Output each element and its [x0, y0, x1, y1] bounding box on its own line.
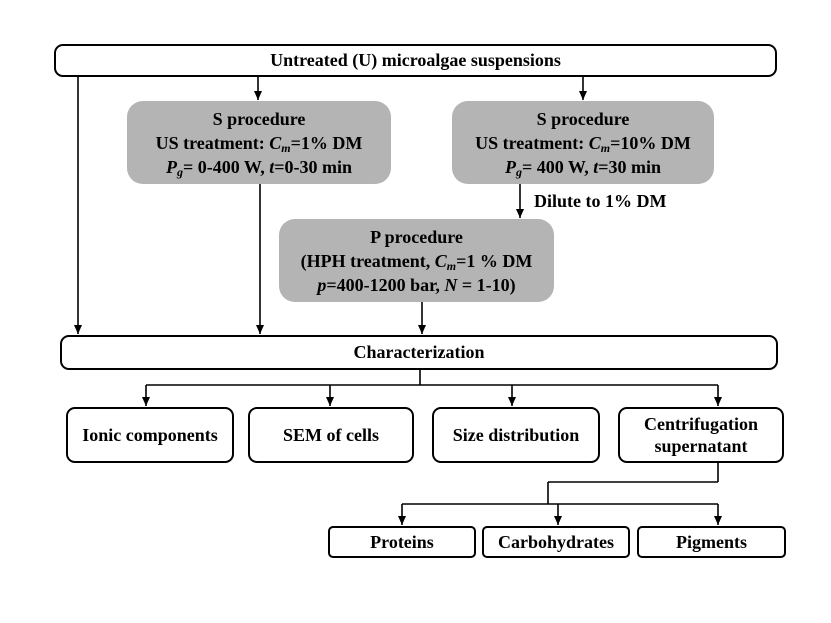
s-procedure-box-1: S procedure US treatment: Cm=1% DM Pg= 0…	[127, 101, 391, 184]
s-procedure-2-conditions: Pg= 400 W, t=30 min	[504, 157, 662, 179]
s-procedure-2-treatment: US treatment: Cm=10% DM	[475, 133, 691, 155]
ionic-components-box: Ionic components	[66, 407, 234, 463]
proteins-box: Proteins	[328, 526, 476, 558]
centrifugation-supernatant-box: Centrifugation supernatant	[618, 407, 784, 463]
carbohydrates-box: Carbohydrates	[482, 526, 630, 558]
p-procedure-title: P procedure	[370, 227, 463, 247]
p-procedure-conditions: p=400-1200 bar, N = 1-10)	[317, 275, 516, 295]
p-procedure-box: P procedure (HPH treatment, Cm=1 % DM p=…	[279, 219, 554, 302]
s-procedure-box-2: S procedure US treatment: Cm=10% DM Pg= …	[452, 101, 714, 184]
s-procedure-1-title: S procedure	[212, 109, 306, 129]
characterization-box: Characterization	[60, 335, 778, 370]
dilute-label: Dilute to 1% DM	[534, 191, 667, 211]
characterization-label: Characterization	[353, 342, 485, 363]
centrifugation-supernatant-label: Centrifugation supernatant	[644, 413, 758, 457]
proteins-label: Proteins	[370, 531, 434, 552]
s-procedure-1-conditions: Pg= 0-400 W, t=0-30 min	[165, 157, 353, 179]
pigments-label: Pigments	[676, 531, 747, 552]
s-procedure-2-title: S procedure	[536, 109, 630, 129]
untreated-suspensions-label: Untreated (U) microalgae suspensions	[270, 50, 561, 71]
size-distribution-label: Size distribution	[452, 424, 580, 445]
sem-of-cells-box: SEM of cells	[248, 407, 414, 463]
untreated-suspensions-box: Untreated (U) microalgae suspensions	[54, 44, 777, 77]
size-distribution-box: Size distribution	[432, 407, 600, 463]
s-procedure-1-treatment: US treatment: Cm=1% DM	[155, 133, 363, 155]
p-procedure-treatment: (HPH treatment, Cm=1 % DM	[300, 251, 533, 273]
pigments-box: Pigments	[637, 526, 786, 558]
carbohydrates-label: Carbohydrates	[498, 531, 614, 552]
ionic-components-label: Ionic components	[82, 424, 218, 445]
sem-of-cells-label: SEM of cells	[283, 424, 379, 445]
